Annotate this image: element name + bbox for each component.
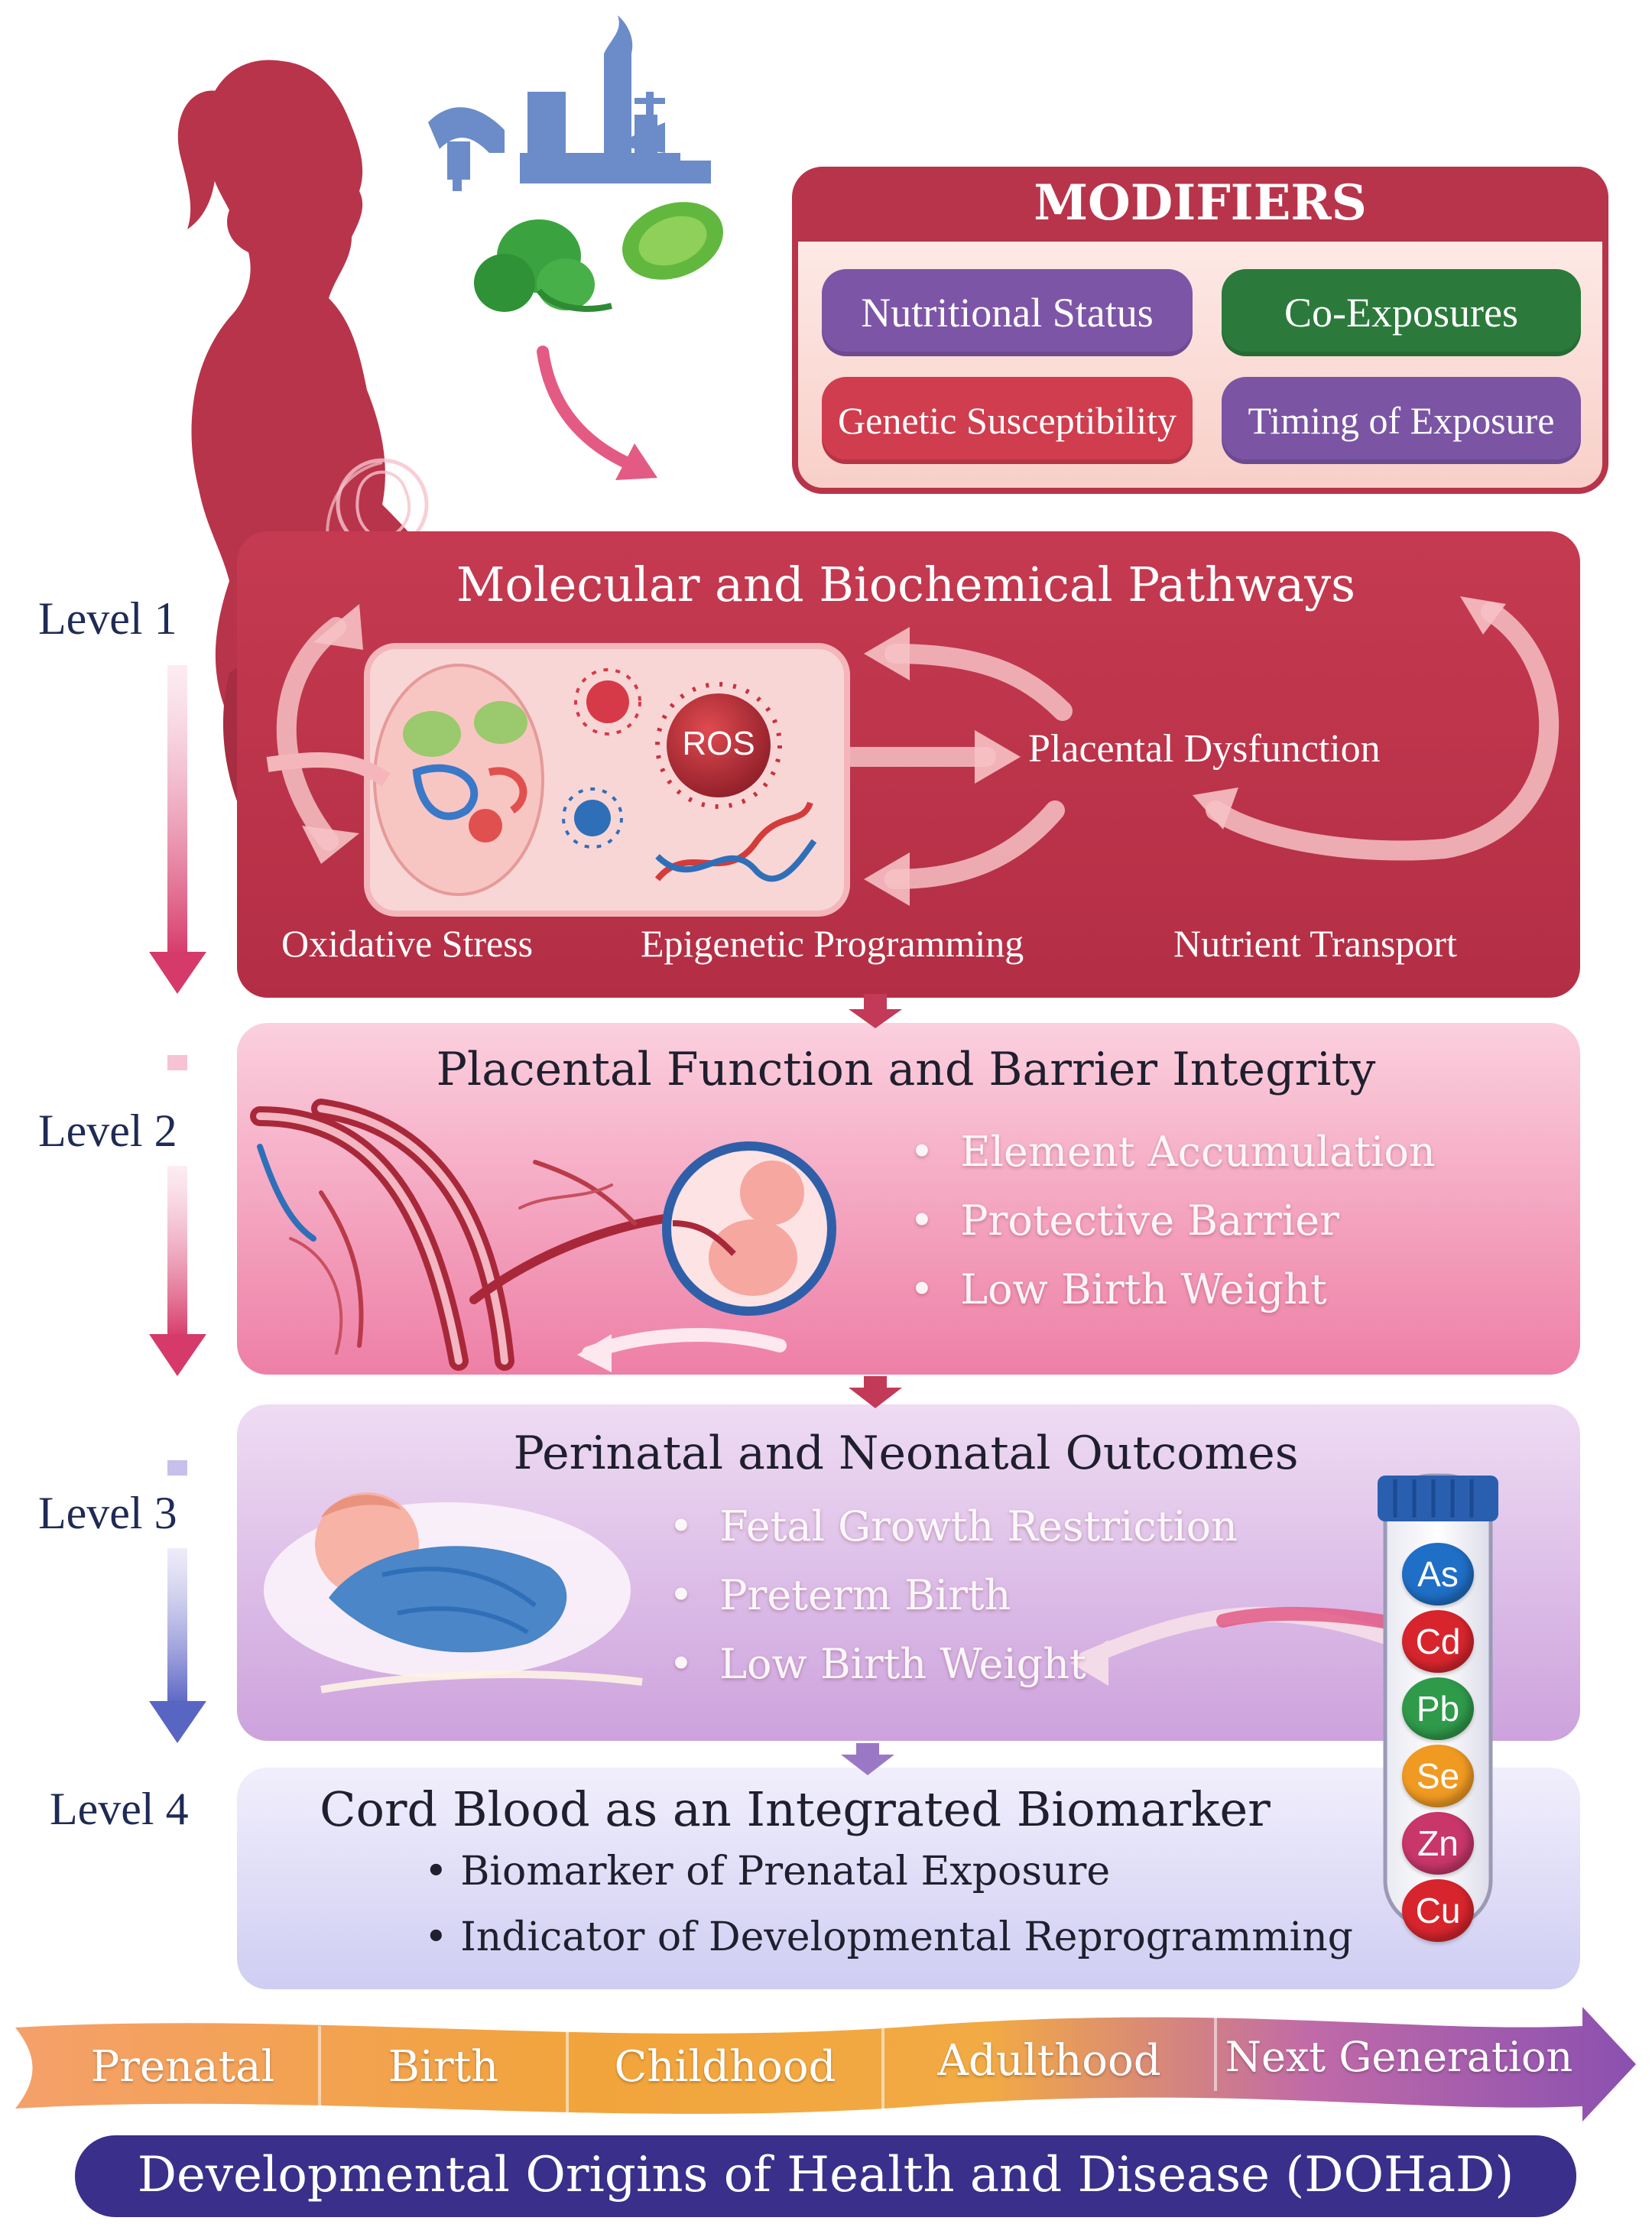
level3-bullet-fetal-growth-restriction: Fetal Growth Restriction bbox=[669, 1502, 1238, 1550]
stage-childhood: Childhood bbox=[614, 2041, 836, 2092]
ros-icon bbox=[655, 682, 782, 809]
fetus-icon bbox=[662, 1141, 836, 1316]
stage-birth: Birth bbox=[388, 2041, 499, 2092]
level3-bullet-preterm-birth: Preterm Birth bbox=[669, 1571, 1011, 1619]
level4-bullet-biomarker: Biomarker of Prenatal Exposure bbox=[424, 1849, 1110, 1894]
level2-bullet-low-birth-weight: Low Birth Weight bbox=[910, 1265, 1327, 1313]
dohad-footer-text: Developmental Origins of Health and Dise… bbox=[137, 2147, 1514, 2203]
element-se: Se bbox=[1402, 1745, 1474, 1807]
level-2-label: Level 2 bbox=[38, 1106, 177, 1156]
pathway-nutrient-transport: Nutrient Transport bbox=[1173, 922, 1457, 965]
stage-prenatal: Prenatal bbox=[90, 2041, 275, 2092]
pathway-epigenetic-programming: Epigenetic Programming bbox=[641, 922, 1024, 965]
ros-label: ROS bbox=[682, 725, 755, 762]
level1-title: Molecular and Biochemical Pathways bbox=[456, 557, 1355, 612]
dna-icon bbox=[654, 801, 817, 882]
modifier-co-exposures: Co-Exposures bbox=[1222, 269, 1581, 356]
lifecourse-ribbon bbox=[15, 2007, 1636, 2122]
exposure-arrow bbox=[537, 346, 641, 472]
dohad-banner bbox=[75, 2135, 1576, 2217]
pathway-oxidative-stress: Oxidative Stress bbox=[281, 922, 534, 965]
level-4-label: Level 4 bbox=[50, 1784, 189, 1834]
industrial-pollution-icon bbox=[428, 15, 711, 191]
modifiers-title: MODIFIERS bbox=[1034, 174, 1367, 232]
level3-title: Perinatal and Neonatal Outcomes bbox=[513, 1427, 1299, 1480]
level3-bullet-low-birth-weight: Low Birth Weight bbox=[669, 1640, 1086, 1688]
modifier-timing-of-exposure: Timing of Exposure bbox=[1222, 377, 1581, 464]
level2-title: Placental Function and Barrier Integrity bbox=[436, 1043, 1376, 1096]
element-zn: Zn bbox=[1402, 1812, 1474, 1875]
element-pb: Pb bbox=[1402, 1677, 1474, 1740]
stage-next-generation: Next Generation bbox=[1225, 2032, 1573, 2081]
level4-title: Cord Blood as an Integrated Biomarker bbox=[320, 1781, 1271, 1837]
level-3-label: Level 3 bbox=[38, 1488, 177, 1538]
level2-bullet-protective-barrier: Protective Barrier bbox=[910, 1196, 1339, 1245]
modifier-nutritional-status: Nutritional Status bbox=[822, 269, 1193, 356]
placental-dysfunction-label: Placental Dysfunction bbox=[1028, 727, 1381, 771]
food-greens-icon bbox=[474, 202, 723, 312]
level2-bullet-element-accumulation: Element Accumulation bbox=[910, 1128, 1435, 1176]
stage-adulthood: Adulthood bbox=[937, 2035, 1161, 2086]
level4-bullet-indicator: Indicator of Developmental Reprogramming bbox=[424, 1914, 1353, 1960]
element-cu: Cu bbox=[1402, 1879, 1474, 1942]
modifier-genetic-susceptibility: Genetic Susceptibility bbox=[822, 377, 1193, 464]
newborn-icon bbox=[264, 1492, 631, 1678]
level-1-label: Level 1 bbox=[38, 593, 177, 644]
particle-icon bbox=[562, 668, 641, 849]
element-as: As bbox=[1402, 1543, 1474, 1606]
element-cd: Cd bbox=[1402, 1610, 1474, 1673]
